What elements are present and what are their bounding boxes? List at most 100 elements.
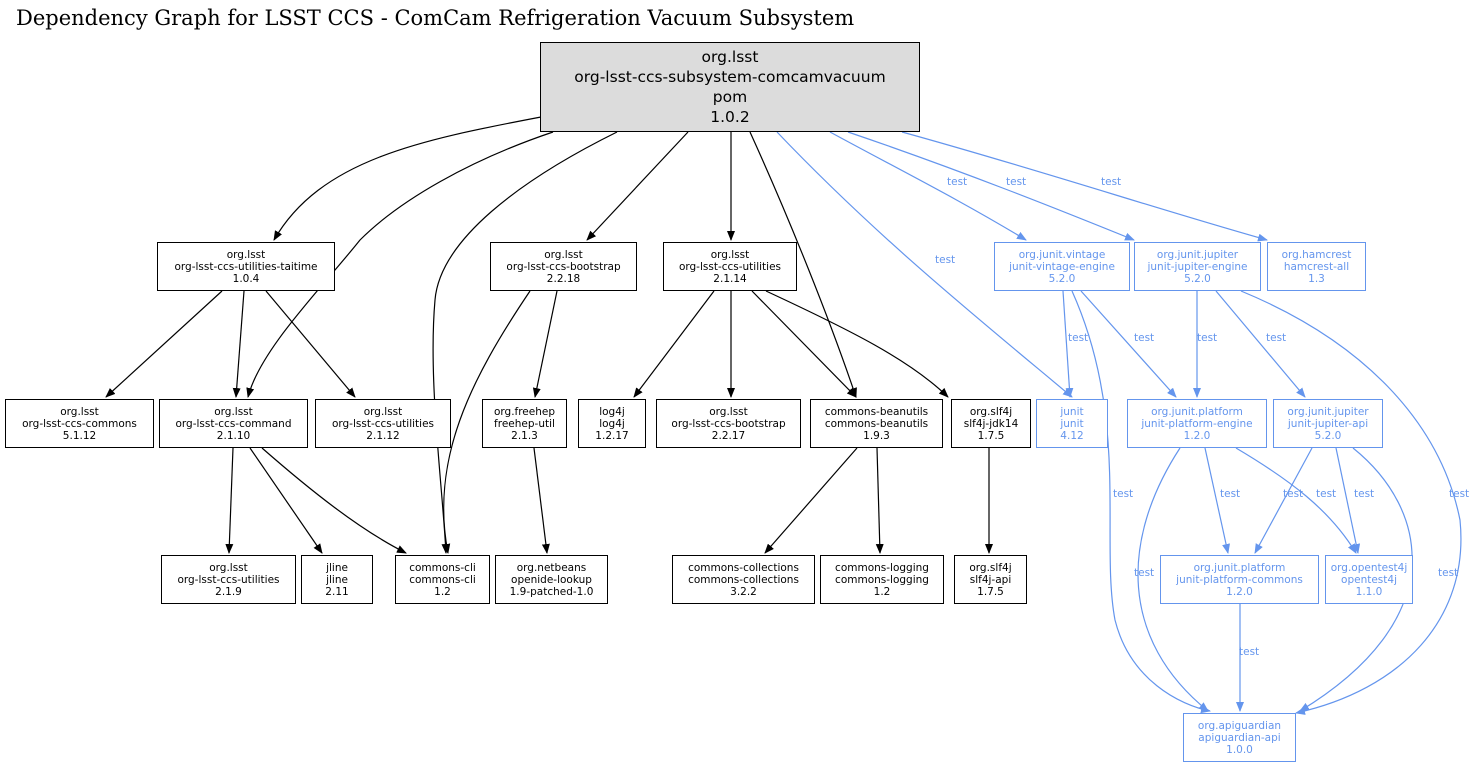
node-artifact: junit-vintage-engine xyxy=(1009,260,1115,273)
node-type: pom xyxy=(712,88,748,106)
node-group: org.lsst xyxy=(60,405,99,418)
node-version: 5.2.0 xyxy=(1184,272,1211,285)
node-version: 2.1.3 xyxy=(511,429,538,442)
node-artifact: org-lsst-ccs-bootstrap xyxy=(506,260,621,273)
node-group: org.lsst xyxy=(214,405,253,418)
node-artifact: opentest4j xyxy=(1341,573,1397,586)
node-group: org.lsst xyxy=(209,561,248,574)
edge-bootstrap2218-to-cli xyxy=(442,290,531,554)
edge-scope-label: test xyxy=(1316,488,1337,500)
node-artifact: org-lsst-ccs-bootstrap xyxy=(671,417,786,430)
node-artifact: slf4j-api xyxy=(969,573,1012,586)
node-artifact: commons-logging xyxy=(835,573,929,586)
edge-root-to-cli xyxy=(432,131,618,554)
node-version: 5.2.0 xyxy=(1314,429,1342,442)
node-group: org.netbeans xyxy=(516,561,587,574)
edge-taitime-to-commons xyxy=(105,290,223,398)
node-artifact: slf4j-jdk14 xyxy=(963,417,1019,430)
node-group: org.junit.jupiter xyxy=(1287,405,1369,418)
dependency-node-root[interactable]: org.lsst org-lsst-ccs-subsystem-comcamvac… xyxy=(540,42,920,132)
edge-utilities2114-to-log4j xyxy=(633,290,715,398)
node-group: org.junit.platform xyxy=(1193,561,1286,574)
node-version: 2.2.17 xyxy=(711,429,746,442)
edge-root-to-taitime xyxy=(273,116,542,241)
node-artifact: commons-collections xyxy=(688,573,799,586)
node-artifact: commons-beanutils xyxy=(824,417,929,430)
edge-scope-label: test xyxy=(1266,332,1287,344)
node-version: 1.2.0 xyxy=(1226,585,1253,598)
node-group: org.lsst xyxy=(363,405,403,418)
node-version: 2.1.14 xyxy=(713,272,747,285)
edge-scope-label: test xyxy=(1006,176,1027,188)
edge-jupiterapi-to-opentest4j xyxy=(1335,447,1361,554)
edge-root-to-hamcrest xyxy=(901,131,1268,242)
edge-root-to-beanutils xyxy=(749,131,857,398)
edge-scope-label: test xyxy=(1068,332,1089,344)
edge-scope-label: test xyxy=(935,254,956,266)
node-group: org.hamcrest xyxy=(1281,248,1352,261)
node-version: 1.3 xyxy=(1308,272,1325,285)
node-group: org.slf4j xyxy=(969,405,1013,418)
edge-utilities2114-to-slf4jjdk xyxy=(765,290,949,398)
node-group: commons-beanutils xyxy=(824,405,929,418)
node-version: 2.2.18 xyxy=(546,272,581,285)
node-group: commons-logging xyxy=(835,561,929,574)
edge-root-to-junit xyxy=(776,131,1073,398)
edge-jupiterengine-to-apiguardian xyxy=(1240,290,1462,715)
edge-vintage-to-platformengine xyxy=(1080,290,1177,398)
node-version: 1.0.4 xyxy=(232,272,260,285)
edge-platformengine-to-opentest4j xyxy=(1235,447,1357,554)
edge-vintage-to-apiguardian xyxy=(1071,290,1211,714)
edge-command-to-cli xyxy=(261,447,407,554)
node-group: org.lsst xyxy=(701,48,759,66)
node-version: 5.1.12 xyxy=(62,429,97,442)
edge-scope-label: test xyxy=(1113,488,1134,500)
edge-jupiterapi-to-platformcommons xyxy=(1254,447,1313,554)
edge-beanutils-to-collections xyxy=(764,447,858,554)
edge-bootstrap2218-to-freehep xyxy=(532,290,558,398)
edge-utilities2114-to-beanutils xyxy=(751,290,857,398)
node-version: 1.7.5 xyxy=(977,585,1004,598)
node-artifact: junit-platform-commons xyxy=(1176,573,1303,586)
node-artifact: org-lsst-ccs-utilities-taitime xyxy=(174,260,318,273)
node-group: jline xyxy=(326,561,348,574)
node-artifact: junit-platform-engine xyxy=(1141,417,1253,430)
node-version: 1.7.5 xyxy=(977,429,1005,442)
node-group: log4j xyxy=(599,405,625,418)
node-group: commons-cli xyxy=(409,561,476,574)
node-artifact: org-lsst-ccs-subsystem-comcamvacuum xyxy=(574,68,886,86)
node-artifact: junit-jupiter-engine xyxy=(1147,260,1248,273)
node-artifact: hamcrest-all xyxy=(1283,260,1350,273)
node-artifact: log4j xyxy=(599,417,625,430)
node-artifact: junit-jupiter-api xyxy=(1287,417,1369,430)
node-group: org.junit.jupiter xyxy=(1156,248,1239,261)
